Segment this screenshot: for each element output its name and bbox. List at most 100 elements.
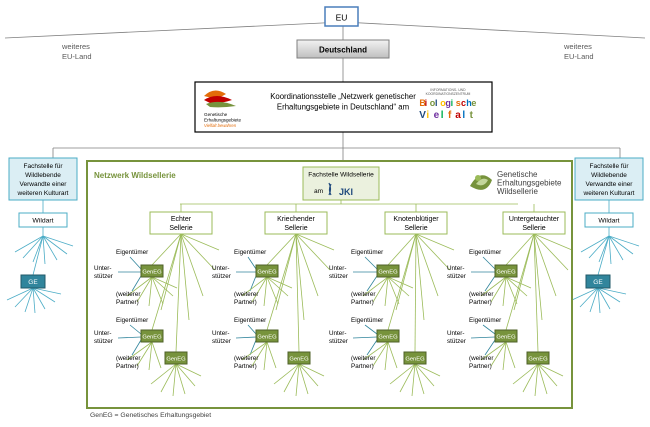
- left-fachstelle-label: Wildlebende: [25, 172, 61, 179]
- species-1-geneg-3-fan: [150, 363, 177, 385]
- left-upper-fan: [42, 235, 74, 247]
- species-3-box: [384, 211, 448, 235]
- species-3-fan-line: [387, 233, 417, 266]
- species-1-geneg-1-fan: [148, 276, 153, 307]
- species-1-unterstuetzer-2: stützer: [94, 338, 113, 345]
- right-lower-fan: [597, 287, 601, 314]
- species-3-unterstuetzer-2: stützer: [329, 338, 348, 345]
- species-3-geneg-3-fan: [414, 363, 441, 377]
- species-4-eigentuemer-1: Eigentümer: [469, 249, 501, 256]
- logo-right-letter: h: [466, 98, 472, 108]
- species-4-arrow-eigentuemer-1: [482, 256, 496, 270]
- weiteres-eu-land-right: EU-Land: [564, 52, 594, 61]
- species-3-geneg-2-label: GenEG: [378, 335, 398, 341]
- eu-link-left: [4, 21, 344, 39]
- species-1-partner-1: Partner): [116, 299, 139, 306]
- right-wildart-box: [584, 212, 634, 228]
- species-2-unterstuetzer-1: Unter-: [212, 265, 230, 272]
- logo-right-letter: l: [462, 110, 465, 121]
- right-lower-fan: [597, 287, 611, 310]
- species-4-fan-line: [505, 233, 535, 266]
- species-1-partner-2: Partner): [116, 363, 139, 370]
- species-2-partner-2: (weiterer: [234, 355, 259, 362]
- species-1-geneg-1-fan: [126, 276, 153, 297]
- species-3-geneg-1-label: GenEG: [378, 270, 398, 276]
- species-1-eigentuemer-1: Eigentümer: [116, 249, 148, 256]
- species-4-arrow-partner-2: [484, 339, 496, 356]
- species-4-unterstuetzer-1: stützer: [447, 273, 466, 280]
- species-1-fan-line: [151, 233, 182, 266]
- left-fachstelle-label: Fachstelle für: [23, 163, 63, 170]
- logo-right-letter: o: [440, 98, 446, 108]
- species-4-geneg-3-box: [526, 351, 550, 365]
- fachstelle-wildsellerie-label: Fachstelle Wildsellerie: [308, 172, 374, 179]
- right-ge-label: GE: [593, 279, 603, 286]
- logo-right-letter: V: [419, 110, 426, 121]
- species-1-geneg-3-fan: [175, 363, 202, 377]
- species-3-geneg-2-fan: [372, 341, 389, 367]
- species-1-eigentuemer-2: Eigentümer: [116, 317, 148, 324]
- species-2-fan-line: [295, 233, 335, 251]
- species-1-arrow-partner-2: [131, 339, 142, 356]
- species-4-arrow-eigentuemer-2: [482, 324, 496, 335]
- species-1-geneg-2-fan: [148, 341, 153, 371]
- species-1-geneg-2-fan: [151, 341, 162, 369]
- species-4-geneg-3-fan: [537, 363, 548, 395]
- right-fachstelle-label: weiteren Kulturart: [583, 190, 635, 197]
- species-4-geneg-3-fan: [537, 363, 558, 387]
- species-1-arrow-partner-1: [131, 275, 142, 292]
- species-3-partner-2: Partner): [351, 363, 374, 370]
- species-4-fan-line: [505, 233, 535, 331]
- right-upper-fan: [608, 235, 634, 255]
- species-1-box: [149, 211, 213, 235]
- species-3-fan-line: [387, 233, 417, 331]
- species-3-geneg-3-label: GenEG: [405, 357, 425, 363]
- species-2-eigentuemer-1: Eigentümer: [234, 249, 266, 256]
- species-2-geneg-1-fan: [266, 276, 279, 305]
- right-upper-fan: [608, 235, 624, 261]
- species-3-geneg-1-fan: [387, 276, 414, 289]
- species-2-geneg-3-fan: [295, 363, 300, 397]
- left-lower-fan: [32, 287, 56, 303]
- right-wildart-label: Wildart: [598, 218, 619, 225]
- species-1-label: Echter: [171, 216, 192, 223]
- species-4-geneg-2-fan: [480, 341, 507, 361]
- species-2-geneg-3-fan: [298, 363, 325, 377]
- diagram-text: EUDeutschlandweiteresEU-LandweiteresEU-L…: [17, 13, 635, 420]
- logo-right-letter: c: [461, 98, 466, 108]
- species-1-geneg-3-fan: [175, 363, 186, 395]
- right-to-ge: [597, 235, 610, 276]
- left-upper-fan: [22, 235, 44, 259]
- species-1-geneg-1-box: [140, 264, 164, 278]
- species-1-geneg-3-fan: [175, 363, 196, 387]
- left-lower-fan: [24, 287, 34, 313]
- logo-right-letter: e: [434, 110, 440, 121]
- species-3-geneg-1-fan: [387, 276, 400, 305]
- species-2-eigentuemer-2: Eigentümer: [234, 317, 266, 324]
- species-3-eigentuemer-1: Eigentümer: [351, 249, 383, 256]
- species-1-unterstuetzer-1: stützer: [94, 273, 113, 280]
- species-2-geneg-1-fan: [241, 276, 268, 297]
- species-3-geneg-1-fan: [387, 276, 410, 297]
- species-1-partner-1: (weiterer: [116, 291, 141, 298]
- species-2-unterstuetzer-2: Unter-: [212, 330, 230, 337]
- species-1-fan-line: [151, 233, 182, 331]
- species-2-geneg-1-fan: [266, 276, 289, 297]
- logo-right-letter: l: [435, 98, 438, 108]
- species-2-partner-1: Partner): [234, 299, 257, 306]
- species-2-arrow-eigentuemer-1: [247, 256, 257, 270]
- species-4-geneg-1-fan: [490, 276, 507, 303]
- species-4-eigentuemer-2: Eigentümer: [469, 317, 501, 324]
- jki-logo-icon: [328, 182, 332, 196]
- species-2-geneg-1-box: [255, 264, 279, 278]
- left-fachstelle-box: [8, 157, 78, 201]
- species-4-fan-line: [513, 233, 535, 311]
- species-2-geneg-2-fan: [263, 341, 268, 371]
- species-1-geneg-3-label: GenEG: [166, 357, 186, 363]
- species-1-arrow-eigentuemer-1: [129, 256, 142, 270]
- species-1-geneg-2-fan: [136, 341, 153, 367]
- species-2-arrow-unterstuetzer-2: [235, 336, 257, 339]
- species-2-geneg-3-fan: [298, 363, 319, 387]
- species-2-geneg-2-box: [255, 329, 279, 343]
- species-2-geneg-3-fan: [283, 363, 300, 393]
